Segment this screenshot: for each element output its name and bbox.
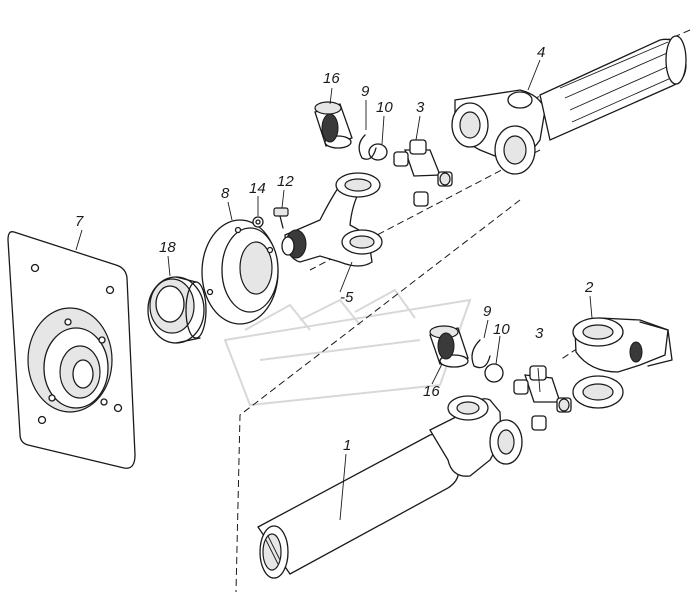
label-cross-top: 3 (416, 99, 425, 116)
leader-lines (75, 59, 593, 521)
snap-ring-top (358, 134, 377, 160)
large-bearing (147, 276, 207, 344)
label-seal-top: 10 (376, 99, 393, 116)
label-ring-top: 9 (361, 83, 370, 100)
seal-ring-top (368, 143, 388, 161)
bearing-cup-bottom (429, 325, 469, 368)
flange-plate (7, 231, 136, 469)
spline-shaft-yoke (451, 35, 687, 175)
snap-ring-bottom (471, 339, 491, 369)
label-shaft: 1 (343, 437, 351, 454)
label-yoke-flange: 2 (584, 279, 594, 296)
cross-spider-bottom (513, 365, 572, 431)
cover-disc (201, 219, 279, 325)
tube-shaft (257, 395, 523, 579)
label-ring-bottom: 9 (483, 303, 492, 320)
yoke-flange (572, 317, 673, 409)
label-bearing-large: 18 (159, 239, 176, 256)
label-flange-plate: 7 (75, 213, 84, 230)
watermark-logo (223, 288, 472, 407)
label-cover: 8 (221, 185, 230, 202)
label-cross-bottom: 3 (535, 325, 544, 342)
label-yoke-top: -5 (340, 289, 354, 306)
label-bolt: 12 (277, 173, 294, 190)
cross-spider-top (393, 139, 453, 207)
bolt (273, 207, 289, 229)
label-washer: 14 (249, 180, 266, 197)
seal-ring-bottom (484, 363, 504, 383)
label-spline-shaft: 4 (537, 44, 545, 61)
yoke-splined (281, 172, 383, 267)
label-bearing-bottom: 16 (423, 383, 440, 400)
label-seal-bottom: 10 (493, 321, 510, 338)
label-bearing-top: 16 (323, 70, 340, 87)
washer (252, 216, 264, 228)
bearing-cup-top (314, 101, 353, 149)
